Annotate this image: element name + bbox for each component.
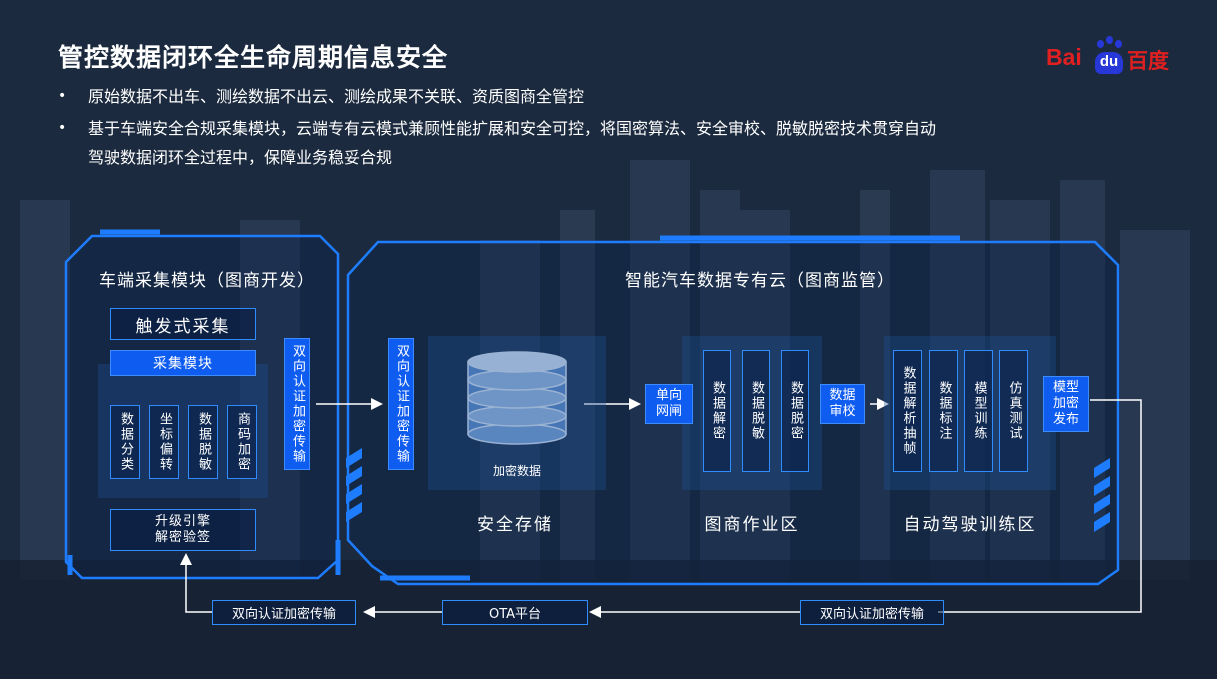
upgrade-line: 升级引擎 xyxy=(154,514,211,529)
logo-paw-icon xyxy=(1097,40,1104,48)
cloud-auth-transfer-box: 双向认证加密传输 xyxy=(388,338,414,470)
logo-paw-icon xyxy=(1115,40,1122,48)
bullet-list: 原始数据不出车、测绘数据不出云、测绘成果不关联、资质图商全管控 基于车端安全合规… xyxy=(58,82,1148,172)
data-audit-box: 数据审校 xyxy=(820,384,865,424)
secure-storage-area xyxy=(428,336,606,490)
data-decrypt-box: 数据解密 xyxy=(703,350,731,472)
cloud-panel-frame xyxy=(346,240,1120,586)
data-declassify-box: 数据脱密 xyxy=(781,350,809,472)
bullet-continuation: 驾驶数据闭环全过程中，保障业务稳妥合规 xyxy=(88,148,393,167)
logo-text-latin: Bai xyxy=(1046,44,1082,70)
baidu-logo: Bai du 百度 xyxy=(1046,36,1176,76)
cloud-panel-title: 智能汽车数据专有云（图商监管） xyxy=(625,271,895,291)
database-icon xyxy=(467,351,567,445)
data-desensitize-box: 数据脱敏 xyxy=(742,350,770,472)
upgrade-line: 解密验签 xyxy=(154,530,211,545)
arrow-release-loop xyxy=(938,399,1142,613)
model-train-box: 模型训练 xyxy=(964,350,993,472)
arrow-to-upgrade xyxy=(180,553,212,613)
coord-offset-box: 坐标偏转 xyxy=(149,405,179,479)
data-parse-box: 数据解析抽帧 xyxy=(893,350,922,472)
bottom-right-auth-box: 双向认证加密传输 xyxy=(800,600,944,625)
vehicle-panel-title: 车端采集模块（图商开发） xyxy=(99,271,315,291)
logo-paw-icon xyxy=(1106,36,1113,44)
upgrade-engine-box: 升级引擎 解密验签 xyxy=(110,509,256,551)
simulation-test-box: 仿真测试 xyxy=(999,350,1028,472)
logo-paw-badge: du xyxy=(1095,52,1123,74)
encrypted-data-label: 加密数据 xyxy=(492,464,541,478)
model-release-box: 模型加密发布 xyxy=(1043,376,1089,432)
vehicle-auth-transfer-box: 双向认证加密传输 xyxy=(284,338,310,470)
data-label-box: 数据标注 xyxy=(929,350,958,472)
data-desensitize-box: 数据脱敏 xyxy=(188,405,218,479)
trigger-collect-box: 触发式采集 xyxy=(110,308,256,340)
mapmaker-zone-title: 图商作业区 xyxy=(704,515,800,535)
one-way-gateway-box: 单向网闸 xyxy=(645,384,693,424)
bullet-item: 原始数据不出车、测绘数据不出云、测绘成果不关联、资质图商全管控 xyxy=(58,82,1148,111)
bullet-item: 基于车端安全合规采集模块，云端专有云模式兼顾性能扩展和安全可控，将国密算法、安全… xyxy=(58,114,1148,143)
data-classify-box: 数据分类 xyxy=(110,405,140,479)
training-zone-title: 自动驾驶训练区 xyxy=(903,515,1037,535)
secure-storage-title: 安全存储 xyxy=(477,515,553,535)
logo-text-chinese: 百度 xyxy=(1127,49,1169,73)
bottom-left-auth-box: 双向认证加密传输 xyxy=(212,600,356,625)
commercial-encrypt-box: 商码加密 xyxy=(227,405,257,479)
ota-platform-box: OTA平台 xyxy=(442,600,588,625)
slide-title: 管控数据闭环全生命周期信息安全 xyxy=(58,43,449,72)
collect-module-box: 采集模块 xyxy=(110,350,256,376)
